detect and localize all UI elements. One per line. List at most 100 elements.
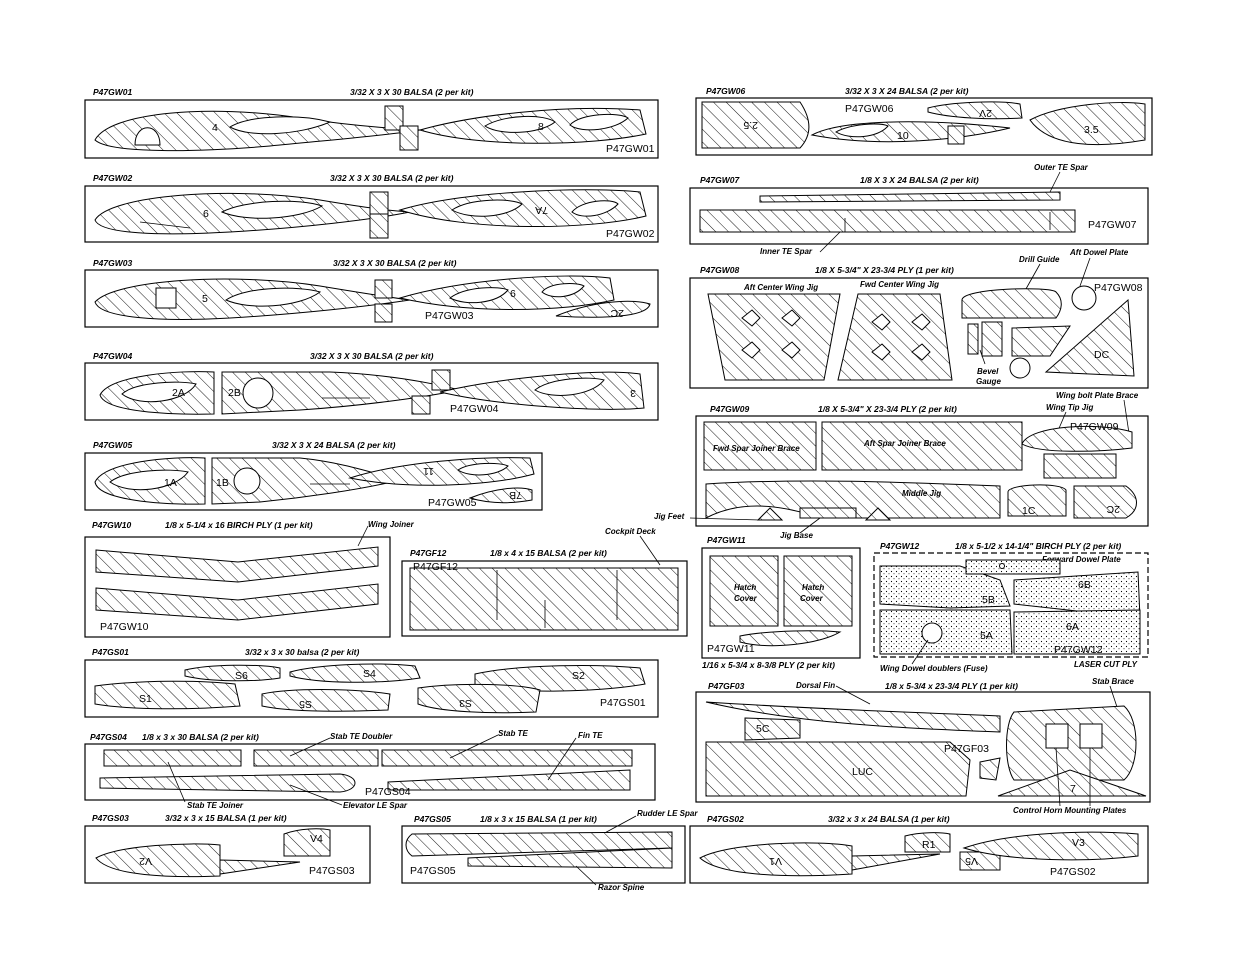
wing-dowel-hole — [921, 622, 943, 644]
fin-rib-v3 — [962, 831, 1139, 861]
sheet-spec: 1/8 x 5-1/2 x 14-1/4" BIRCH PLY (2 per k… — [955, 541, 1121, 551]
wing-bolt-plate-brace — [1043, 453, 1117, 479]
sheet-stamp: P47GW04 — [450, 403, 499, 415]
sheet-spec: 3/32 X 3 X 30 BALSA (2 per kit) — [333, 258, 457, 268]
leader-line — [289, 737, 331, 757]
sheet-frame — [689, 187, 1149, 245]
callout-elevator-le-spar: Elevator LE Spar — [343, 801, 408, 810]
sheet-stamp: P47GW01 — [606, 143, 655, 155]
jig-notches — [741, 309, 801, 359]
sheet-stamp: P47GF03 — [944, 743, 989, 755]
part-number: 5 — [202, 293, 208, 305]
sheet-id: P47GW07 — [700, 175, 740, 185]
sheet-p47gs04: P47GS04 1/8 x 3 x 30 BALSA (2 per kit) S… — [84, 729, 656, 810]
sheet-stamp: P47GW11 — [707, 643, 755, 655]
cockpit-deck-blank — [409, 567, 679, 631]
part-number: 1C — [1022, 505, 1036, 517]
middle-jig — [705, 480, 1001, 519]
sheet-stamp: P47GS01 — [600, 697, 646, 709]
stab-te-doubler — [253, 749, 379, 767]
sheet-id: P47GW05 — [93, 440, 132, 450]
label-cover: Cover — [800, 594, 824, 603]
callout-laser-cut-ply: LASER CUT PLY — [1074, 660, 1138, 669]
sheet-frame — [689, 825, 1149, 884]
leader-line — [819, 231, 841, 253]
hatch-cover — [709, 555, 779, 627]
part-number: 2C — [610, 307, 624, 319]
sheet-stamp: P47GW03 — [425, 310, 474, 322]
drill-guide-plate — [1011, 325, 1071, 357]
sheet-id: P47GW03 — [93, 258, 132, 268]
control-horn-window — [1079, 723, 1103, 749]
part-number: DC — [1094, 349, 1110, 361]
sheet-frame — [701, 547, 861, 659]
leader-line — [639, 535, 661, 566]
callout-stab-brace: Stab Brace — [1092, 677, 1134, 686]
drill-guide — [961, 288, 1062, 319]
part-number: V2 — [139, 855, 152, 867]
fin-rib-tail — [219, 859, 301, 875]
lightening-hole — [451, 199, 523, 217]
callout-bevel: Bevel — [977, 367, 999, 376]
spar-tab — [399, 125, 419, 151]
sheet-frame — [84, 452, 543, 511]
sheet-p47gw10: P47GW10 1/8 x 5-1/4 x 16 BIRCH PLY (1 pe… — [84, 520, 415, 638]
stab-rib-s5 — [261, 689, 391, 712]
razor-spine — [467, 847, 673, 869]
part-5c — [744, 717, 801, 741]
label-middle-jig: Middle Jig — [902, 489, 941, 498]
callout-forward-dowel-plate: Forward Dowel Plate — [1042, 555, 1121, 564]
rudder-rib-r1 — [904, 832, 951, 853]
part-number: 2C — [1106, 503, 1120, 515]
callout-rudder-le-spar: Rudder LE Spar — [637, 809, 698, 818]
label-fwd-center-wing-jig: Fwd Center Wing Jig — [860, 280, 939, 289]
sheet-stamp: P47GF12 — [413, 561, 458, 573]
rudder-le-spar — [405, 831, 673, 857]
callout-cockpit-deck: Cockpit Deck — [605, 527, 656, 536]
sheet-frame — [695, 691, 1151, 803]
lightening-hole — [224, 287, 322, 307]
label-hatch: Hatch — [802, 583, 824, 592]
label-cover: Cover — [734, 594, 758, 603]
sheet-spec: 3/32 X 3 X 24 BALSA (2 per kit) — [845, 86, 969, 96]
spar-tab — [374, 303, 393, 323]
sheet-spec: 1/8 X 5-3/4" X 23-3/4 PLY (2 per kit) — [818, 404, 957, 414]
sheet-stamp: P47GS05 — [410, 865, 456, 877]
part-number: 2.5 — [743, 119, 758, 131]
part-number: 6B — [1078, 579, 1091, 591]
sheet-frame — [401, 825, 686, 884]
sheet-frame — [689, 277, 1149, 389]
leader-line — [575, 865, 597, 886]
part-2c — [1073, 485, 1137, 519]
sheet-p47gw04: P47GW04 3/32 X 3 X 30 BALSA (2 per kit) … — [84, 351, 659, 421]
sheet-spec: 3/32 X 3 X 24 BALSA (2 per kit) — [272, 440, 396, 450]
lightening-hole — [228, 116, 332, 135]
part-number: 2V — [979, 107, 992, 119]
stab-te — [381, 749, 633, 767]
part-number: S6 — [235, 670, 248, 682]
fin-rib-v2 — [95, 843, 221, 878]
sheet-spec: 3/32 x 3 x 30 balsa (2 per kit) — [245, 647, 360, 657]
wing-rib — [398, 189, 647, 227]
sheet-id: P47GS05 — [414, 814, 451, 824]
sheet-id: P47GW06 — [706, 86, 745, 96]
inner-te-spar — [699, 209, 1076, 233]
callout-wing-joiner: Wing Joiner — [368, 520, 415, 529]
sheet-id: P47GS02 — [707, 814, 744, 824]
lightening-hole — [457, 462, 509, 476]
spar-tab — [369, 213, 389, 239]
plate-5b — [879, 565, 1011, 609]
rib-2c — [555, 300, 651, 318]
rib-2-5 — [701, 101, 810, 149]
lightening-hole — [449, 287, 509, 304]
sheet-spec: 3/32 x 3 x 15 BALSA (1 per kit) — [165, 813, 287, 823]
aft-dowel-plate — [1071, 285, 1097, 311]
callout-razor-spine: Razor Spine — [598, 883, 645, 892]
leader-line — [1079, 257, 1091, 287]
stab-te-joiner — [103, 749, 242, 767]
wing-joiner — [95, 546, 379, 583]
aft-spar-joiner-brace — [821, 421, 1023, 471]
part-number: 6 — [510, 288, 516, 300]
sheet-id: P47GW09 — [710, 404, 749, 414]
sheet-spec: 1/8 x 4 x 15 BALSA (2 per kit) — [490, 548, 607, 558]
